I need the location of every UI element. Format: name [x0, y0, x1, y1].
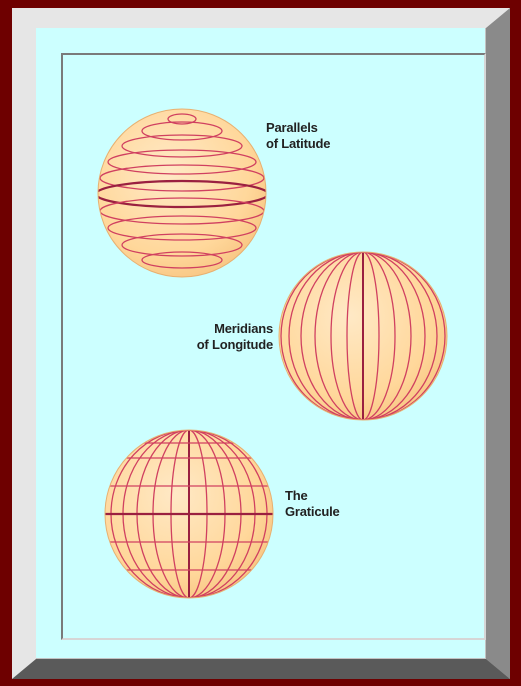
parallels-label: Parallels of Latitude — [266, 120, 330, 152]
globe-graticule — [100, 430, 280, 598]
meridians-label-line-1: Meridians — [155, 321, 273, 337]
meridians-label: Meridians of Longitude — [155, 321, 273, 353]
globe-parallels — [96, 109, 268, 277]
parallels-label-line-1: Parallels — [266, 120, 330, 136]
meridians-label-line-2: of Longitude — [155, 337, 273, 353]
graticule-label-line-1: The — [285, 488, 340, 504]
graticule-label-line-2: Graticule — [285, 504, 340, 520]
globe-meridians — [279, 252, 447, 420]
parallels-label-line-2: of Latitude — [266, 136, 330, 152]
graticule-label: The Graticule — [285, 488, 340, 520]
